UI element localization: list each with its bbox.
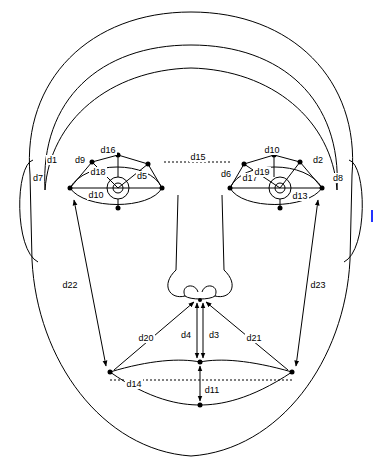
measurement-label: d10: [263, 145, 280, 155]
measurement-label: d6: [220, 169, 232, 179]
measurement-label: d7: [32, 173, 44, 183]
measurement-label: d11: [204, 385, 220, 395]
measurement-label: d23: [309, 280, 326, 290]
measurement-label: d18: [89, 167, 106, 177]
measurement-label: d5: [136, 171, 148, 181]
measurement-label: d22: [61, 280, 78, 290]
measurement-label: d2: [312, 155, 324, 165]
measurement-label: d8: [332, 173, 344, 183]
measurement-label: d19: [253, 167, 270, 177]
measurement-label: d20: [137, 333, 154, 343]
measurement-label: d3: [208, 330, 220, 340]
measurement-label: d13: [291, 191, 308, 201]
measurement-label: d10: [87, 190, 104, 200]
measurement-label: d9: [74, 155, 86, 165]
measurement-label: d15: [189, 152, 206, 162]
measurement-label: d21: [245, 333, 262, 343]
measurement-label: d4: [180, 330, 192, 340]
measurement-label: d14: [125, 379, 142, 389]
measurement-label: d16: [99, 145, 116, 155]
measurement-label: d1: [46, 155, 58, 165]
